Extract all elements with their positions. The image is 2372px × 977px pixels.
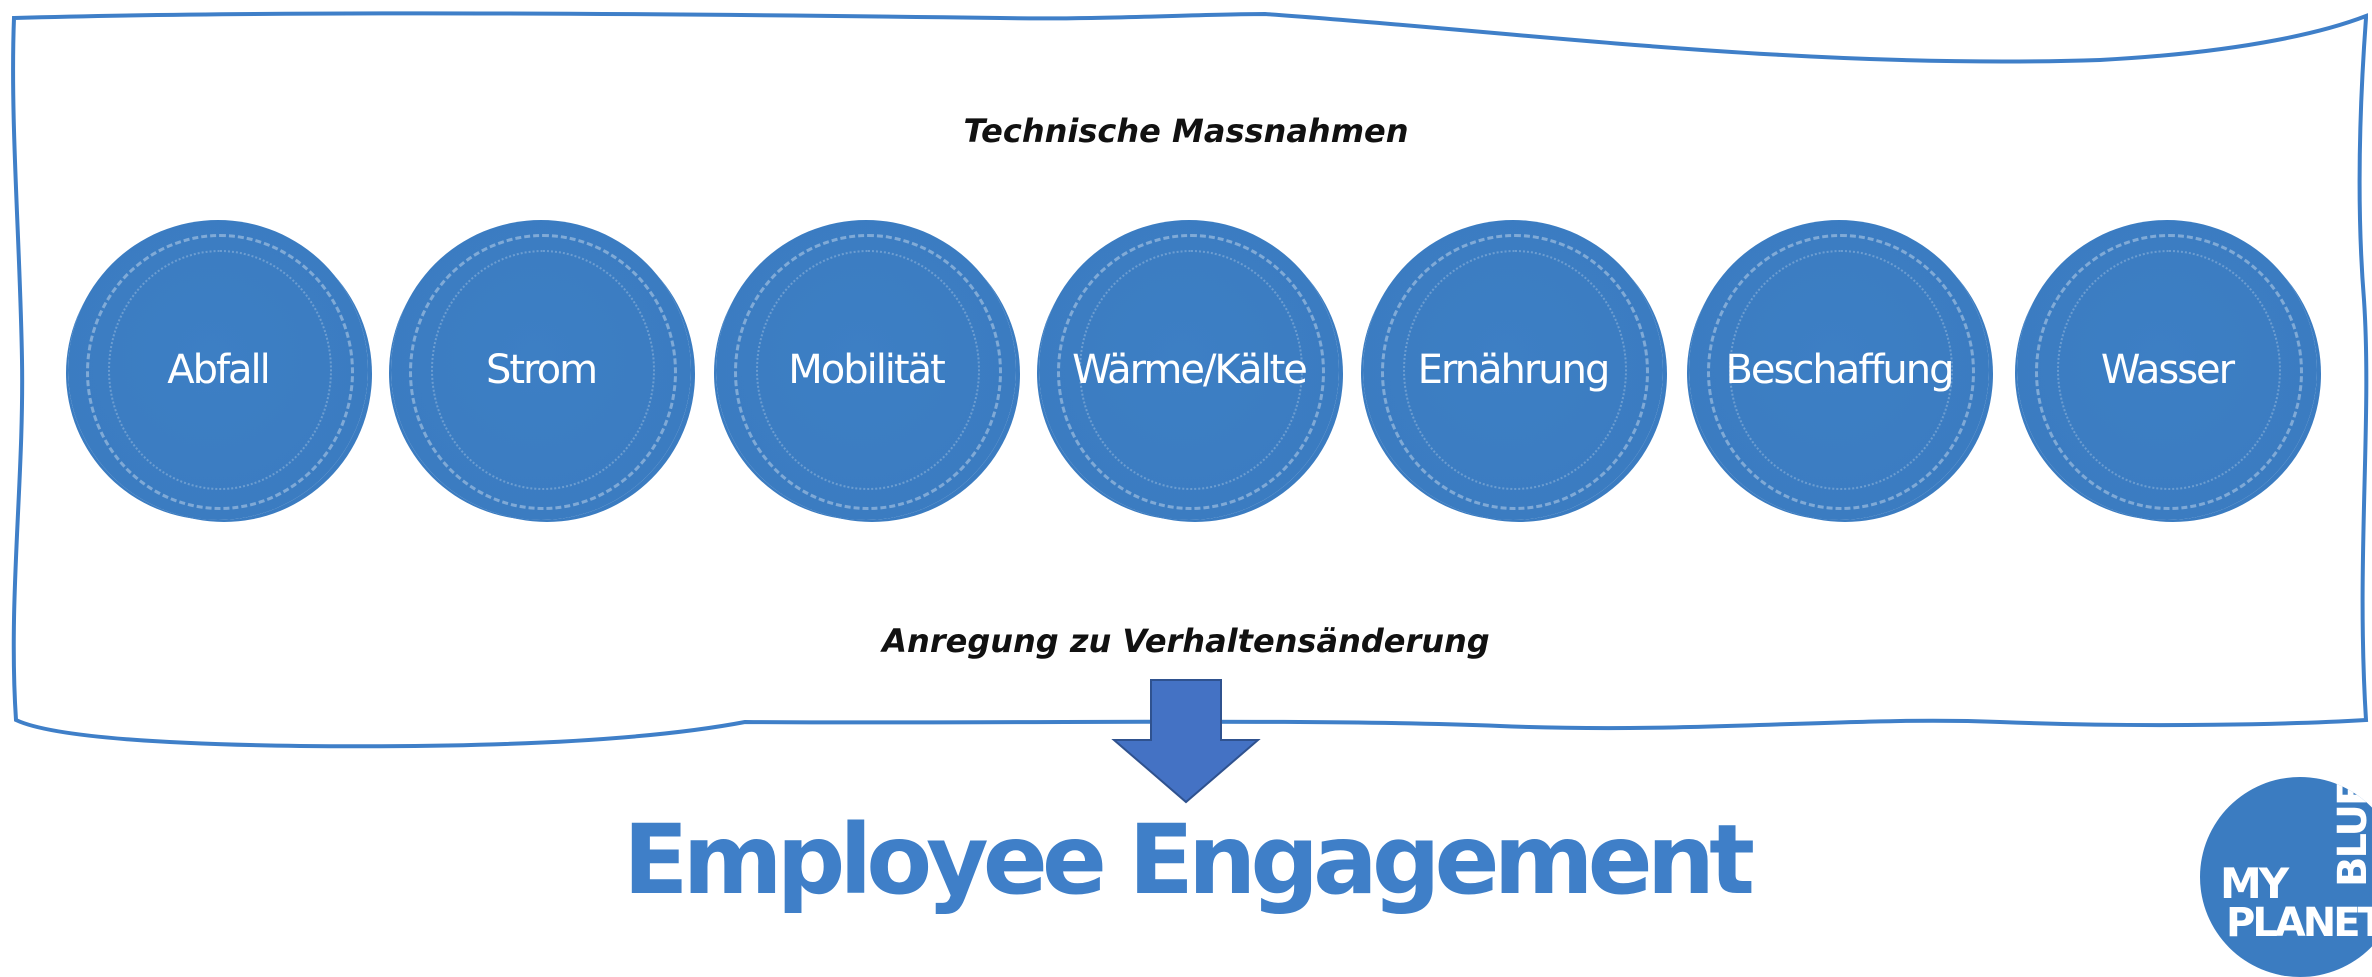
bottom-label: Anregung zu Verhaltensänderung (882, 622, 1490, 660)
category-label: Mobilität (788, 347, 946, 393)
category-label: Strom (485, 347, 598, 393)
logo-text-blue: BLUE (2330, 780, 2372, 887)
category-circle-ernaehrung: Ernährung (1363, 220, 1663, 520)
category-circle-waerme-kaelte: Wärme/Kälte (1039, 220, 1339, 520)
down-arrow (1111, 679, 1261, 804)
category-circle-wasser: Wasser (2017, 220, 2317, 520)
category-circle-mobilitaet: Mobilität (716, 220, 1016, 520)
category-circle-abfall: Abfall (68, 220, 368, 520)
category-circle-strom: Strom (391, 220, 691, 520)
category-label: Abfall (167, 347, 271, 393)
wavy-frame-border (11, 11, 2369, 749)
category-label: Ernährung (1417, 347, 1611, 393)
category-label: Wärme/Kälte (1072, 347, 1308, 393)
logo-text-planet: PLANET (2226, 900, 2372, 946)
category-label: Wasser (2100, 347, 2235, 393)
category-circle-beschaffung: Beschaffung (1689, 220, 1989, 520)
top-label: Technische Massnahmen (963, 112, 1409, 150)
diagram-canvas (11, 11, 2369, 804)
logo-text-my: MY (2220, 859, 2289, 908)
result-title: Employee Engagement (622, 804, 1755, 916)
category-label: Beschaffung (1725, 347, 1954, 393)
